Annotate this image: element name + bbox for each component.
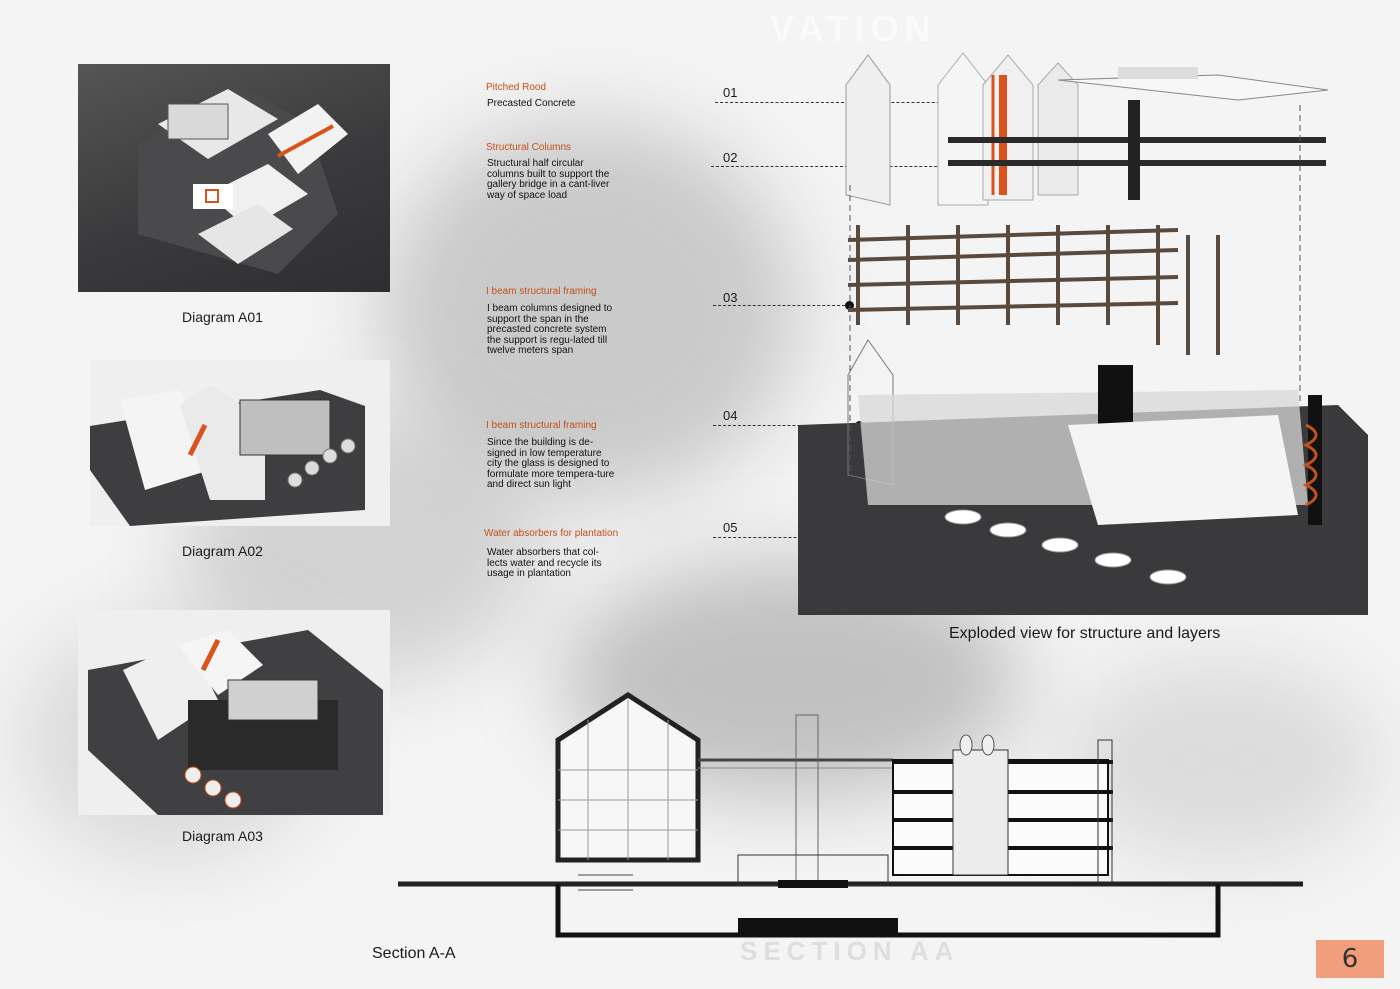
ghost-heading: VATION <box>770 8 937 49</box>
callout-leader <box>711 166 957 167</box>
diagram-a01-render <box>78 64 390 292</box>
annotation-title: I beam structural framing <box>486 286 597 297</box>
callout-leader <box>713 425 860 426</box>
section-aa-caption: Section A-A <box>372 945 456 962</box>
diagram-a02-caption: Diagram A02 <box>182 543 263 559</box>
exploded-view-caption: Exploded view for structure and layers <box>949 625 1221 642</box>
annotation-title: Water absorbers for plantation <box>484 528 619 539</box>
ghost-section-title: SECTION AA <box>740 936 960 966</box>
callout-number: 01 <box>723 85 738 100</box>
diagram-a02-render <box>90 360 390 526</box>
annotation-title: Pitched Rood <box>486 82 547 93</box>
callout-leader <box>713 305 850 306</box>
diagram-a03-render <box>78 610 390 815</box>
diagram-a03-caption: Diagram A03 <box>182 828 263 844</box>
callout-number: 02 <box>723 150 738 165</box>
callout-number: 03 <box>723 290 738 305</box>
annotation-title: Structural Columns <box>486 142 572 153</box>
section-aa-drawing <box>398 692 1303 938</box>
callout-number: 04 <box>723 408 738 423</box>
page-number: 6 <box>1341 944 1359 974</box>
annotation-title: I beam structural framing <box>486 420 597 431</box>
annotation-body: I beam columns designed to support the s… <box>487 303 613 357</box>
exploded-view-illustration <box>798 52 1368 615</box>
callout-number: 05 <box>723 520 738 535</box>
annotation-body: Since the building is de-signed in low t… <box>487 437 615 491</box>
annotation-body: Water absorbers that col-lects water and… <box>487 547 602 580</box>
annotation-body: Precasted Concrete <box>487 98 576 109</box>
page-number-badge: 6 <box>1316 940 1384 978</box>
callout-leader <box>715 102 970 103</box>
diagram-a01-caption: Diagram A01 <box>182 309 263 325</box>
annotation-body: Structural half circular columns built t… <box>487 158 610 201</box>
